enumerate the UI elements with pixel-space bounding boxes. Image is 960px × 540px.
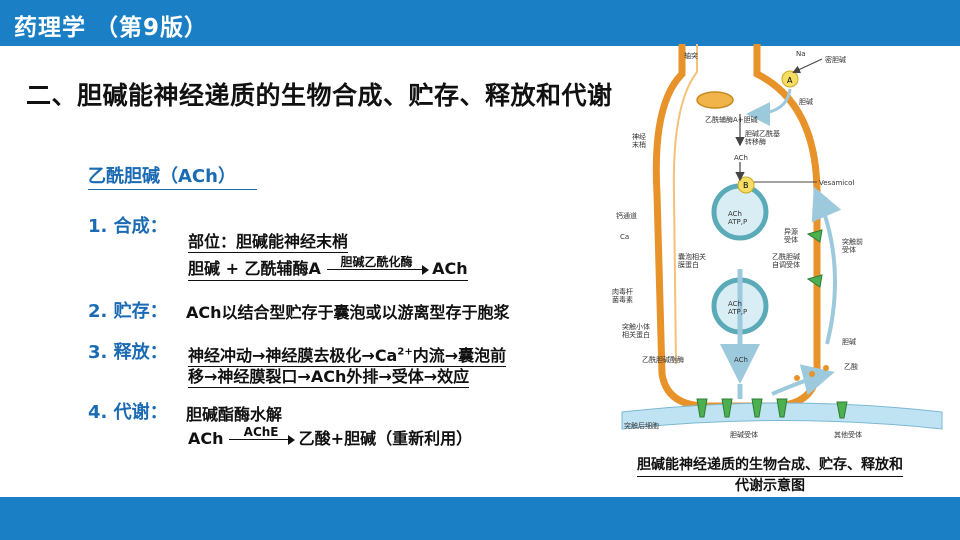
label-other-receptor: 其他受体	[834, 430, 862, 439]
synthesis-equation: 胆碱 + 乙酰辅酶A 胆碱乙酰化酶 ACh	[188, 255, 468, 281]
recycle-arrow	[811, 186, 842, 345]
arrow-head	[229, 435, 296, 449]
release-line-1b: 内流→囊泡前	[412, 346, 507, 365]
label-ach-1: ACh	[734, 154, 748, 162]
caption-line-1: 胆碱能神经递质的生物合成、贮存、释放和	[637, 456, 903, 477]
cholinergic-receptors	[696, 229, 848, 419]
label-hemicholinium: 密胆碱	[825, 55, 846, 64]
label-acetate: 乙酸	[844, 362, 858, 371]
synthesis-enzyme: 胆碱乙酰化酶	[326, 256, 427, 270]
release-line-2-text: 移→神经膜裂口→ACh外排→受体→效应	[188, 367, 470, 388]
label-na: Na	[796, 50, 806, 58]
label-ache: 乙酰胆碱酯酶	[642, 355, 684, 364]
item-label-release: 3. 释放：	[88, 342, 168, 363]
label-acetylcoa: 乙酰辅酶A+胆碱	[705, 115, 758, 124]
top-bar: 药理学 （第9版）	[0, 0, 960, 46]
label-autoreceptor: 乙酰胆碱自调受体	[772, 252, 800, 269]
label-vesamicol: Vesamicol	[819, 179, 854, 187]
label-postsynaptic: 突触后细胞	[624, 421, 659, 430]
synthesis-product: ACh	[432, 259, 468, 278]
label-axon: 轴突	[684, 51, 698, 60]
axon-membrane-right	[753, 44, 821, 410]
label-ach-2: ACh	[734, 356, 748, 364]
mitochondrion	[696, 91, 734, 109]
label-ca: Ca	[620, 233, 629, 241]
reuptake-arrow	[771, 364, 835, 396]
release-sup: 2+	[397, 346, 413, 358]
caption-line-2: 代谢示意图	[735, 477, 805, 498]
release-line-2: 移→神经膜裂口→ACh外排→受体→效应	[188, 363, 470, 388]
synthesis-site-text: 部位：胆碱能神经末梢	[188, 232, 349, 253]
section-title: 乙酰胆碱（ACh）	[88, 162, 257, 190]
choline-dots	[794, 365, 829, 381]
label-presynaptic-receptor: 突触前受体	[842, 237, 863, 254]
synthesis-arrow: 胆碱乙酰化酶	[326, 256, 429, 279]
metabolism-text: 胆碱酯酶水解	[186, 405, 283, 424]
synthesis-site: 部位：胆碱能神经末梢	[188, 228, 349, 253]
metabolism-products: 乙酸+胆碱（重新利用）	[298, 429, 473, 448]
diagram-caption: 胆碱能神经递质的生物合成、贮存、释放和 代谢示意图	[585, 456, 955, 498]
label-nerve-ending: 神经末梢	[632, 132, 646, 149]
label-a: A	[787, 76, 793, 85]
label-choline-right: 胆碱	[842, 338, 856, 346]
axon-membrane-inner	[672, 44, 698, 365]
storage-text: ACh以结合型贮存于囊泡或以游离型存于胞浆	[186, 303, 510, 322]
synthesis-substrates: 胆碱 + 乙酰辅酶A	[188, 259, 321, 278]
release-line-1a: 神经冲动→神经膜去极化→Ca	[188, 346, 398, 365]
label-hetero-receptor: 异源受体	[784, 227, 798, 244]
item-label-synthesis: 1. 合成：	[88, 216, 168, 237]
transporter-a	[781, 70, 799, 88]
metabolism-equation: ACh AChE 乙酸+胆碱（重新利用）	[188, 425, 472, 449]
book-title: 药理学 （第9版）	[14, 15, 209, 41]
metabolism-arrow: AChE	[229, 426, 296, 449]
label-cholinergic-receptor: 胆碱受体	[730, 430, 758, 439]
cholinergic-diagram: A B 轴突 Na 密胆碱 胆碱 乙酰辅酶A+胆碱 胆碱乙酰基转移酶 ACh V…	[612, 44, 943, 439]
label-chat: 胆碱乙酰基转移酶	[745, 129, 780, 146]
label-choline-top: 胆碱	[799, 98, 813, 106]
label-ca-channel: 钙通道	[616, 211, 637, 220]
metabolism-substrate: ACh	[188, 429, 224, 448]
label-botulinum: 肉毒杆菌毒素	[612, 287, 633, 304]
item-label-metabolism: 4. 代谢：	[88, 402, 168, 423]
axon-membrane	[652, 44, 708, 410]
page-heading: 二、胆碱能神经递质的生物合成、贮存、释放和代谢	[26, 81, 613, 110]
metabolism-enzyme: AChE	[229, 426, 294, 440]
release-line-1: 神经冲动→神经膜去极化→Ca2+内流→囊泡前	[188, 342, 507, 367]
label-vesicle-protein: 囊泡相关膜蛋白	[678, 252, 706, 269]
label-synaptosome-protein: 突触小体相关蛋白	[622, 322, 650, 339]
arrow-head	[327, 265, 429, 279]
bottom-bar	[0, 497, 960, 540]
item-label-storage: 2. 贮存：	[88, 301, 168, 322]
label-b: B	[743, 181, 749, 190]
